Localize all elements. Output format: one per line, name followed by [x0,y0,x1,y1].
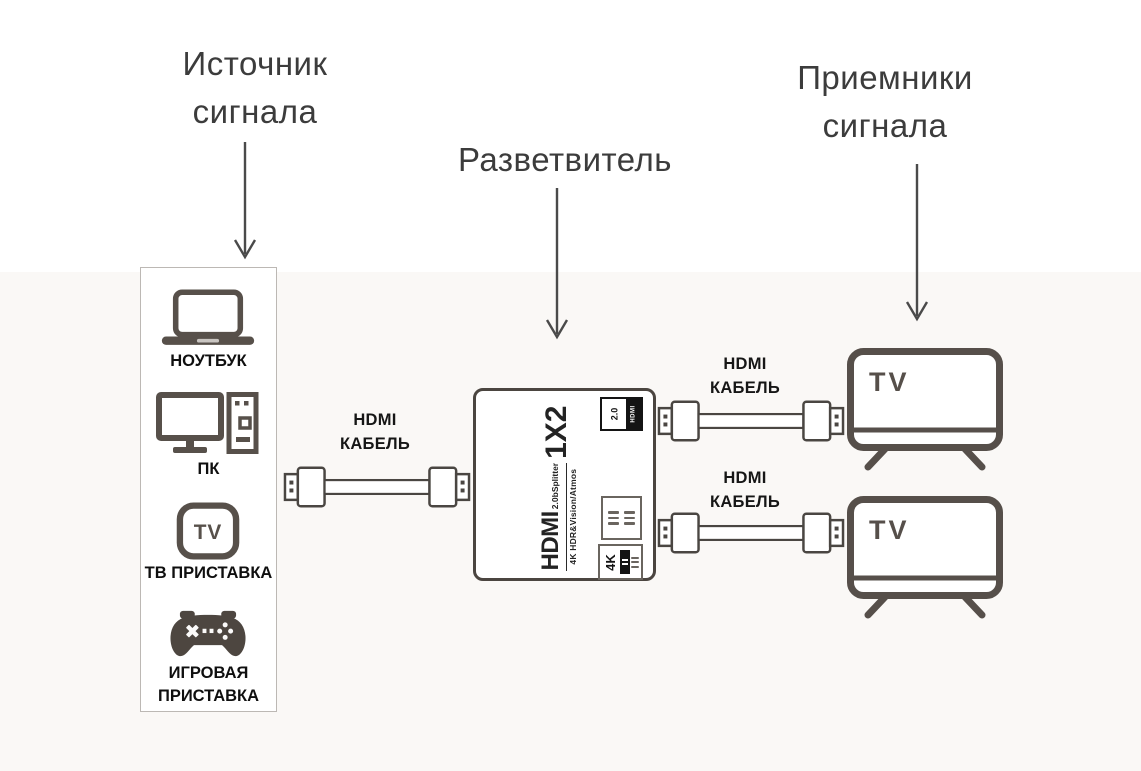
laptop-label: НОУТБУК [170,352,247,370]
pc-label: ПК [197,460,220,478]
hdmi-cable-output-1-icon [657,400,845,442]
heading-line: Приемники [797,59,973,96]
spec-text-bars [624,511,635,525]
desktop-pc-icon [156,392,259,454]
heading-splitter: Разветвитель [430,136,700,184]
heading-line: Разветвитель [458,141,672,178]
heading-signal-source: Источник сигнала [120,40,390,136]
tv-2-screen-label: TV [869,515,910,545]
hdmi-logo-chip: HDMI [626,399,641,429]
cable-label-line: КАБЕЛЬ [709,379,781,397]
resolution-badge: 4K [598,544,643,580]
cable-label-line: HDMI [723,355,767,373]
game-console-label: ИГРОВАЯ ПРИСТАВКА [157,664,260,705]
laptop-icon [161,289,255,345]
hdmi-cable-label-output-1: HDMI КАБЕЛЬ [670,352,820,400]
tv-1-icon: TV [847,348,1003,471]
cable-label-line: HDMI [723,469,767,487]
hdmi-version-number: 2.0 [608,407,619,421]
tv-box-screen-label: TV [194,521,222,544]
splitter-print: HDMI 2.0bSplitter 4K HDR&Vision/Atmos 1X… [528,395,586,581]
cable-label-line: КАБЕЛЬ [709,493,781,511]
cable-label-line: КАБЕЛЬ [339,435,411,453]
hdmi-cable-label-input: HDMI КАБЕЛЬ [300,408,450,456]
tv-2-icon: TV [847,496,1003,619]
heading-signal-receivers: Приемники сигнала [750,54,1020,150]
specs-badge [601,496,642,540]
hdmi-cable-input-icon [283,466,471,508]
splitter-ratio-text: 1X2 [540,405,573,459]
arrow-down-to-receivers-icon [905,164,929,322]
heading-line: Источник [182,45,328,82]
tv-set-top-box-icon: TV [176,502,240,560]
splitter-subtitle-text: 4K HDR&Vision/Atmos [567,468,578,565]
splitter-brand-text: HDMI [536,511,564,571]
spec-text-bars [631,556,640,568]
tv-1-screen-label: TV [869,367,910,397]
gamepad-icon [170,610,246,657]
hdr-chip [619,550,630,574]
arrow-down-to-splitter-icon [545,188,569,340]
tv-box-label: ТВ ПРИСТАВКА [144,564,273,582]
hdmi-cable-label-output-2: HDMI КАБЕЛЬ [670,466,820,514]
heading-line: сигнала [822,107,948,144]
spec-text-bars [608,511,619,525]
heading-line: сигнала [192,93,318,130]
4k-label: 4K [602,553,618,571]
cable-label-line: HDMI [353,411,397,429]
hdmi-cable-output-2-icon [657,512,845,554]
hdmi-version-badge: 2.0 HDMI [600,397,643,431]
arrow-down-to-source-icon [233,142,257,260]
splitter-spec-text: 2.0bSplitter [549,462,560,510]
